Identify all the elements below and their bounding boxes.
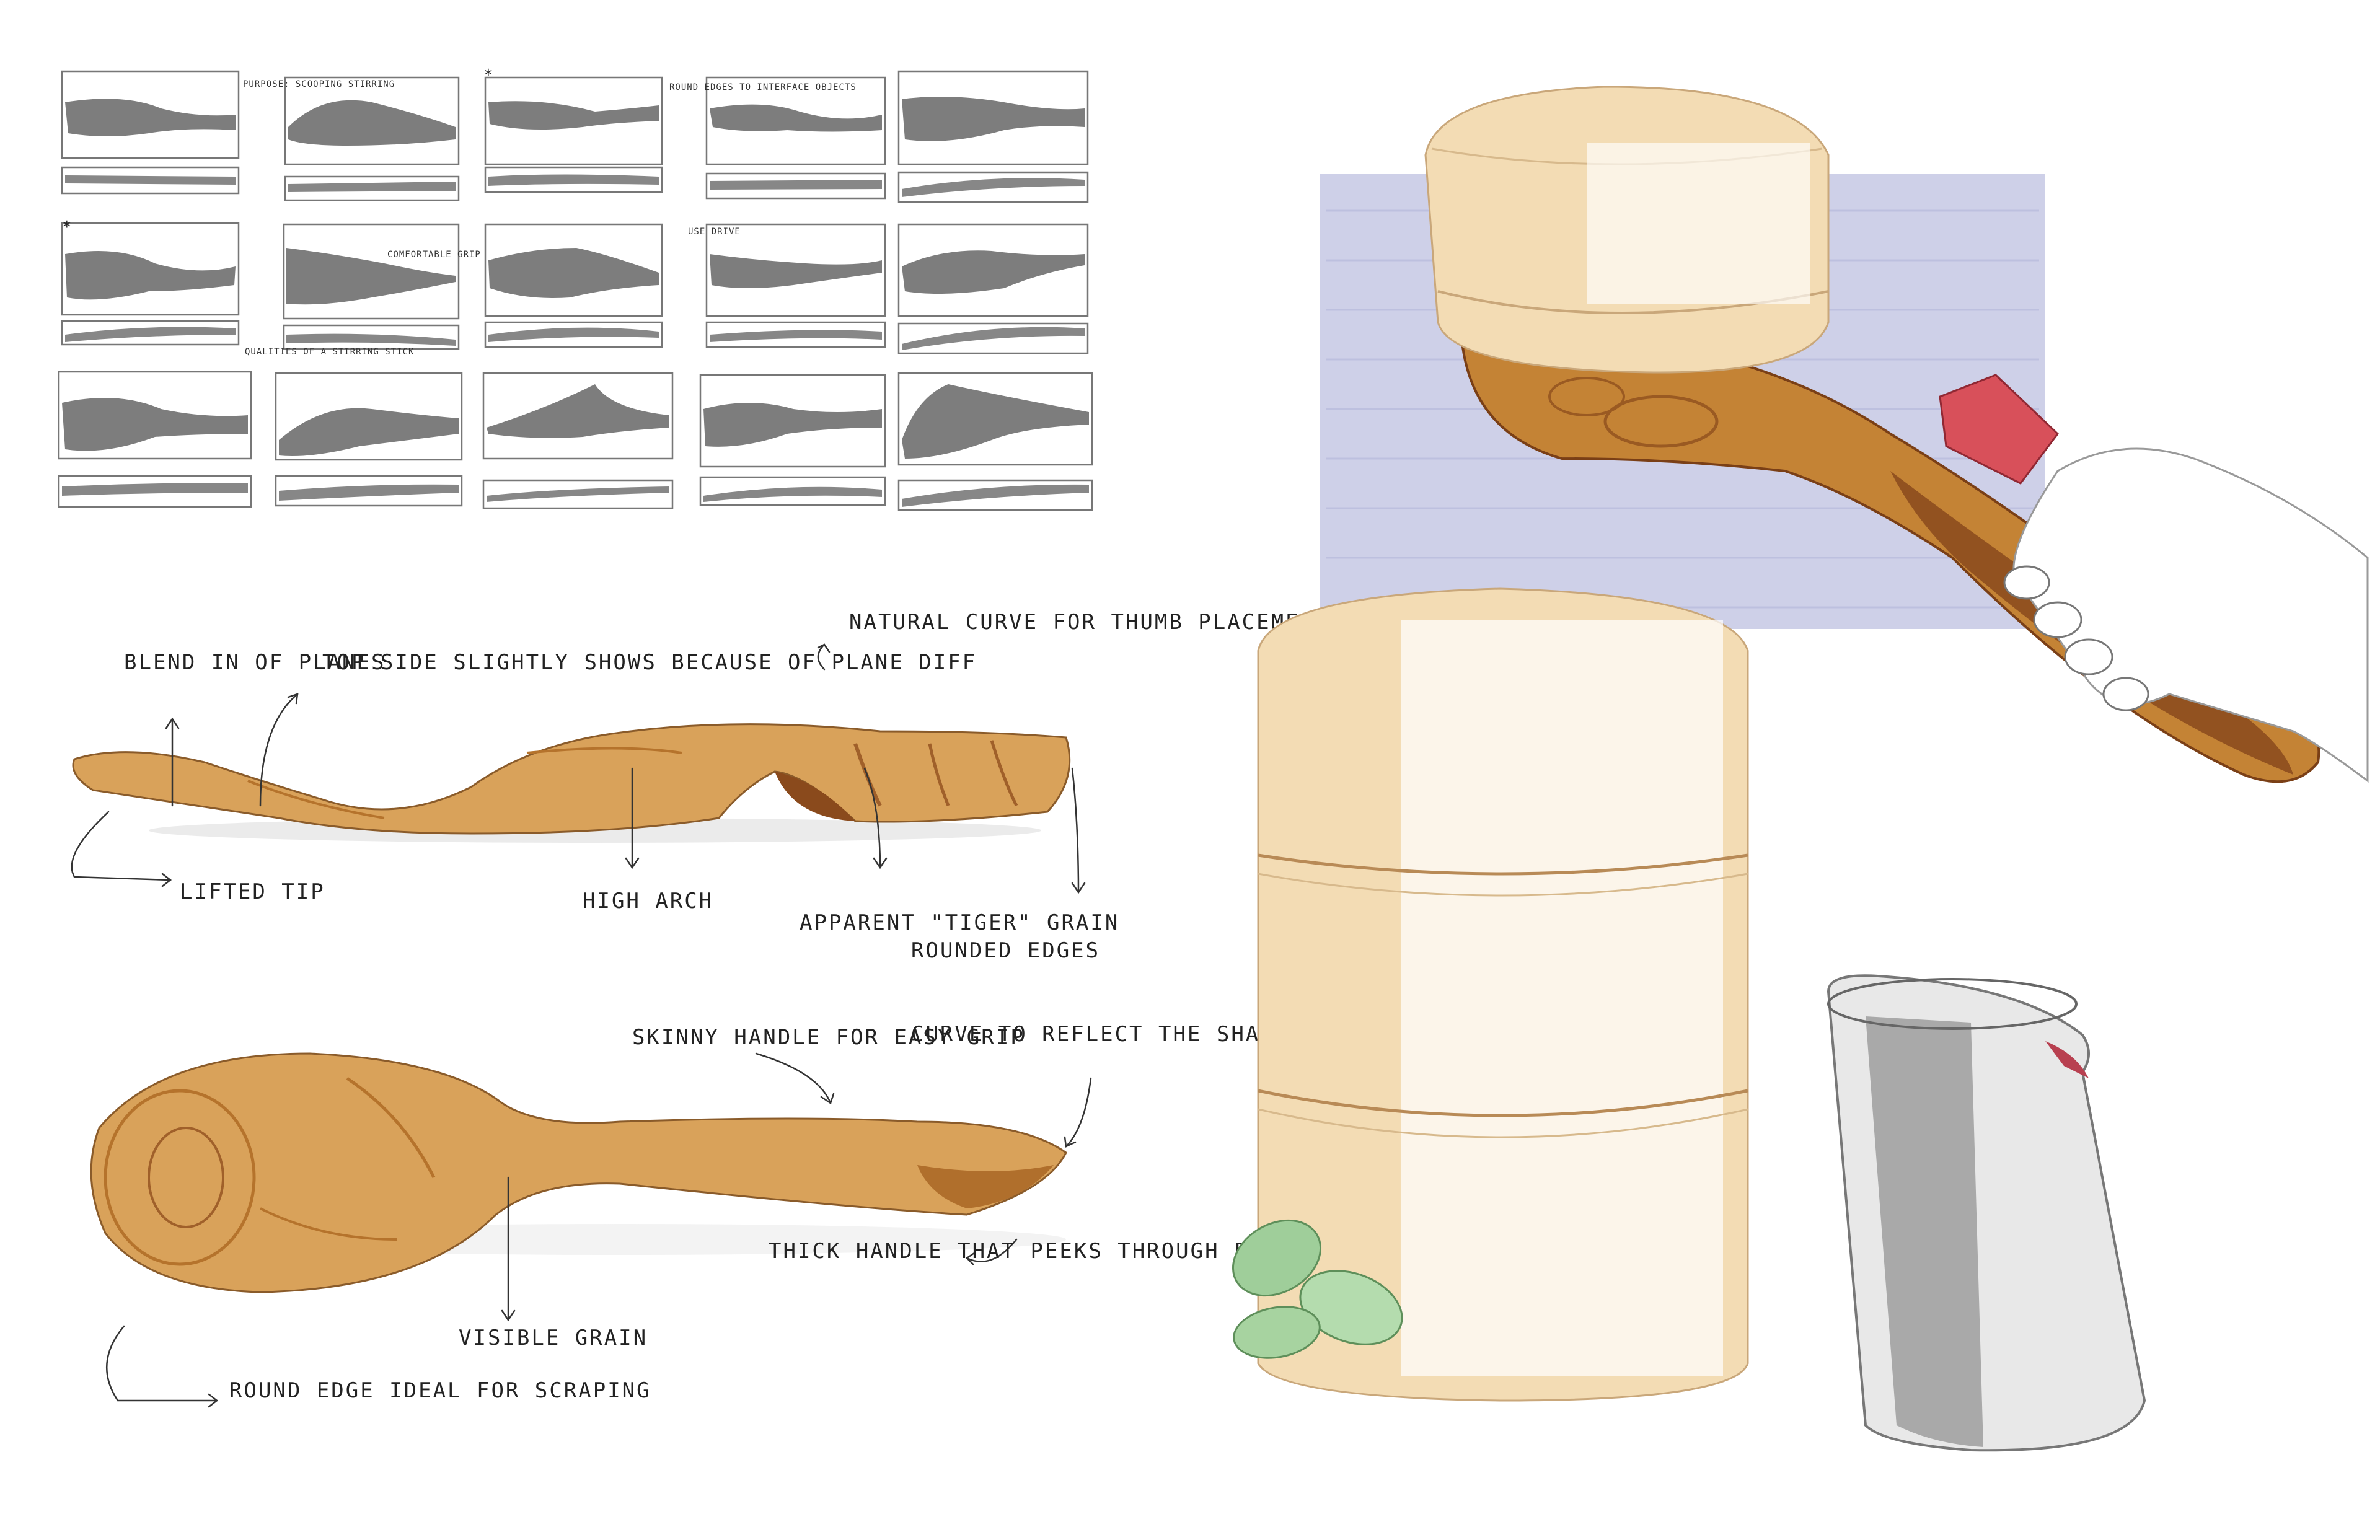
annotation-rounded-edges: ROUNDED EDGES xyxy=(911,938,1100,963)
thumbnail-grid: PURPOSE: SCOOPING STIRRING ROUND EDGES T… xyxy=(58,66,1093,511)
annotation-blend-planes: BLEND IN OF PLANES xyxy=(124,650,386,675)
thumbnail-note-round-edges: ROUND EDGES TO INTERFACE OBJECTS xyxy=(669,82,857,92)
thumbnail-note-purpose: PURPOSE: SCOOPING STIRRING xyxy=(243,79,395,89)
annotation-natural-curve: NATURAL CURVE FOR THUMB PLACEMENT xyxy=(849,610,1329,635)
thumbnail-row-2 xyxy=(61,222,1089,354)
annotation-high-arch: HIGH ARCH xyxy=(583,889,713,913)
top-view-spoon: SKINNY HANDLE FOR EASY GRIP CURVE TO REF… xyxy=(90,1022,1407,1408)
mint-leaves xyxy=(1232,1219,1403,1359)
annotation-round-edge: ROUND EDGE IDEAL FOR SCRAPING xyxy=(229,1378,651,1403)
side-view-spoon: BLEND IN OF PLANES TOP SIDE SLIGHTLY SHO… xyxy=(71,610,1329,963)
thumbnail-star-marker: * xyxy=(62,218,74,237)
annotation-lifted-tip: LIFTED TIP xyxy=(180,879,325,904)
thumbnail-note-use-drive: USE DRIVE xyxy=(688,227,741,237)
thumbnail-row-3 xyxy=(58,371,1093,511)
annotation-skinny-handle: SKINNY HANDLE FOR EASY GRIP xyxy=(632,1025,1025,1050)
annotation-visible-grain: VISIBLE GRAIN xyxy=(459,1326,648,1350)
context-illustration xyxy=(1232,86,2369,1452)
red-thumb-rest xyxy=(1939,374,2060,485)
side-spoon-body xyxy=(72,723,1071,835)
annotation-top-side: TOP SIDE SLIGHTLY SHOWS BECAUSE OF PLANE… xyxy=(322,650,977,675)
thumbnail-note-qualities: QUALITIES OF A STIRRING STICK xyxy=(245,347,414,357)
thumbnail-row-1 xyxy=(61,70,1089,203)
annotation-tiger-grain: APPARENT "TIGER" GRAIN xyxy=(800,910,1119,935)
thumbnail-note-comfortable-grip: COMFORTABLE GRIP xyxy=(387,250,481,260)
thumbnail-star-marker: * xyxy=(483,66,495,85)
